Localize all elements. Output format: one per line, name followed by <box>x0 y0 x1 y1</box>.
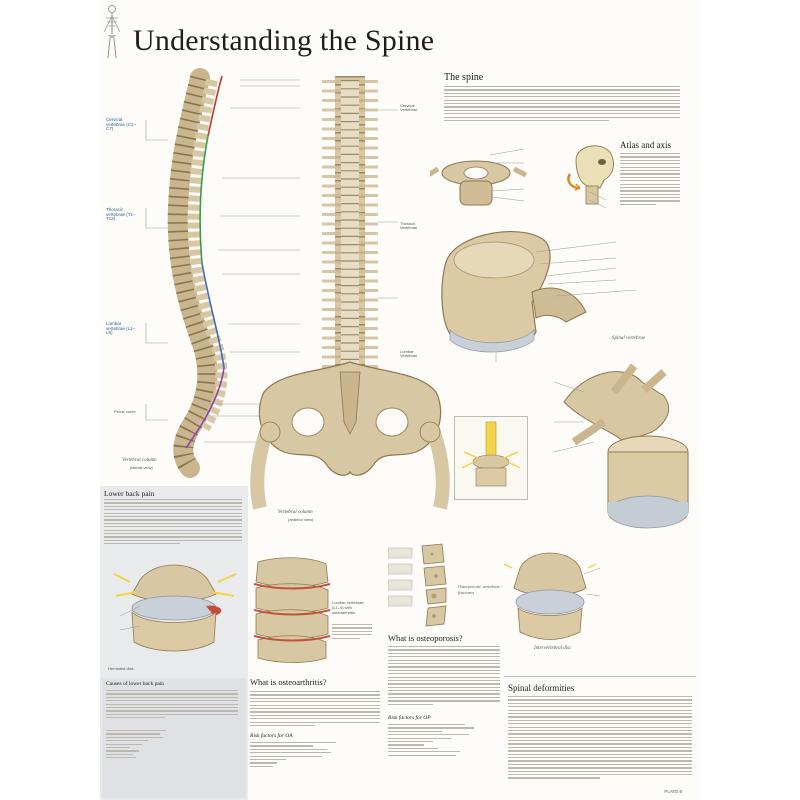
causes-heading: Causes of lower back pain <box>106 681 165 687</box>
intervertebral-disc-illustration <box>503 552 600 640</box>
thoracic-region-label: Thoracic vertebrae (T1–T12) <box>106 207 136 221</box>
skeleton-thumbnail <box>103 5 121 59</box>
causes-text <box>106 690 238 728</box>
thoracic-line <box>199 135 209 264</box>
osteoporosis-text <box>388 646 500 714</box>
cervical-line <box>207 75 223 137</box>
vertebra-oblique-illustration <box>553 363 689 529</box>
causes-bullets <box>106 730 166 786</box>
osteoporosis-heading: What is osteoporosis? <box>388 633 463 643</box>
anterior-column-caption: Vertebral column <box>278 510 313 515</box>
poster-title: Understanding the Spine <box>133 24 435 57</box>
lumbar-region-label: Lumbar vertebrae (L1–L5) <box>106 321 136 335</box>
risk-oa-list <box>250 742 340 792</box>
intervertebral-disc-caption: Intervertebral disc <box>534 646 572 651</box>
anterior-thoracic-label: Thoracic Vertebrae <box>400 221 418 230</box>
risk-oa-heading: Risk factors for OA <box>250 733 293 739</box>
osteoporosis-illustration <box>388 543 447 627</box>
lower-back-pain-text <box>104 499 242 555</box>
osteoporotic-caption: Osteoporotic vertebrae / fractures <box>458 584 503 595</box>
the-spine-heading: The spine <box>444 72 484 83</box>
osteoarthritis-illustration <box>253 557 331 663</box>
spinal-deformities-divider <box>504 676 696 677</box>
lumbar-line <box>201 262 225 369</box>
the-spine-text <box>444 86 680 140</box>
lateral-column-caption-sub: (lateral view) <box>130 465 153 470</box>
lumbar-oa-notes <box>332 624 372 648</box>
osteoarthritis-text <box>250 691 380 731</box>
risk-op-heading: Risk factors for OP <box>388 715 431 721</box>
anterior-spine-illustration <box>250 76 450 510</box>
herniated-disc-caption: Herniated disk <box>108 666 134 671</box>
spinal-cord-inset <box>461 421 521 487</box>
spine-poster: Understanding the Spine Cervical vertebr… <box>100 0 700 800</box>
atlas-axis-illustration <box>567 145 615 209</box>
lumbar-oa-label: Lumbar vertebrae (L1–4) with osteoarthri… <box>332 600 364 615</box>
spinal-deformities-text <box>508 696 692 788</box>
anterior-column-caption-sub: (anterior view) <box>288 517 314 522</box>
lateral-column-caption: Vertebral column <box>122 458 157 463</box>
anterior-cervical-label: Cervical Vertebrae <box>400 103 418 112</box>
lateral-vertebrae <box>167 68 228 478</box>
lumbar-vertebra-illustration <box>441 231 637 362</box>
anterior-lumbar-label: Lumbar Vertebrae <box>400 349 418 358</box>
sacral-line <box>185 367 225 449</box>
cervical-vertebra-illustration <box>430 148 528 206</box>
risk-op-list <box>388 724 478 794</box>
pelvic-curve-label: Pelvic curve <box>114 409 136 414</box>
spinal-deformities-heading: Spinal deformities <box>508 683 575 693</box>
plate-number: PLATE 8 <box>664 789 682 794</box>
lateral-spine-illustration <box>145 68 300 478</box>
herniated-disc-illustration <box>113 564 237 652</box>
osteoarthritis-heading: What is osteoarthritis? <box>250 677 327 687</box>
cervical-region-label: Cervical vertebrae (C1–C7) <box>106 117 137 131</box>
atlas-axis-text <box>620 153 680 215</box>
lower-back-pain-heading: Lower back pain <box>104 489 155 498</box>
pelvis <box>250 361 450 510</box>
atlas-axis-heading: Atlas and axis <box>620 140 671 150</box>
spinal-vertebrae-caption: Spinal vertebrae <box>612 336 646 341</box>
